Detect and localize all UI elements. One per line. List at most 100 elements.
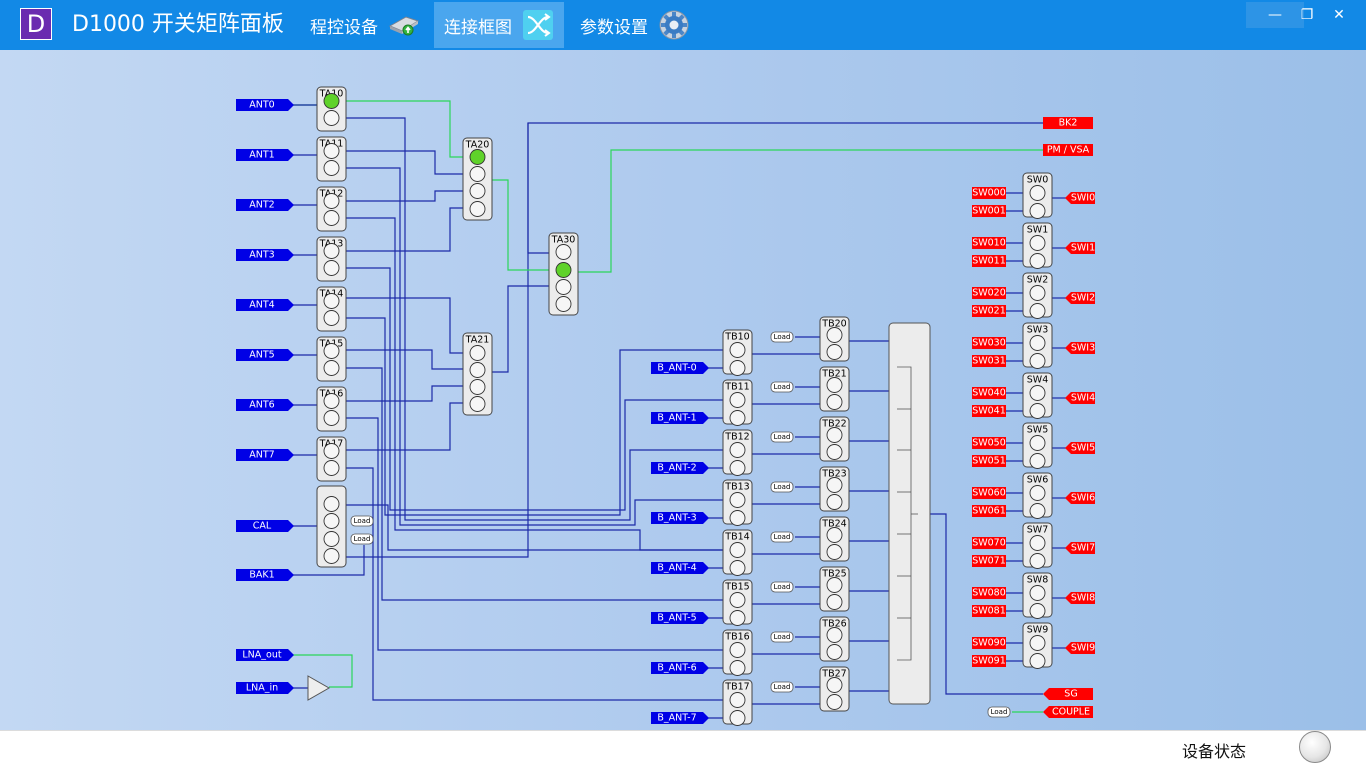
cal-switch[interactable] <box>316 485 347 568</box>
led-off[interactable] <box>469 183 486 199</box>
led-off[interactable] <box>1029 385 1046 401</box>
led-off[interactable] <box>1029 553 1046 569</box>
led-off[interactable] <box>323 393 340 409</box>
led-off[interactable] <box>323 110 340 126</box>
b-ant-port-3[interactable]: B_ANT-3 <box>651 512 709 524</box>
tb2-switch-5[interactable]: TB25 <box>819 566 850 612</box>
led-off[interactable] <box>323 260 340 276</box>
sw-switch-4[interactable]: SW4 <box>1022 372 1053 419</box>
sw-in-port[interactable]: SW020 <box>972 287 1006 299</box>
sw-out-port-3[interactable]: SWI3 <box>1065 342 1095 354</box>
led-off[interactable] <box>555 244 572 260</box>
sw-in-port[interactable]: SW070 <box>972 537 1006 549</box>
led-off[interactable] <box>555 296 572 312</box>
sw-out-port-5[interactable]: SWI5 <box>1065 442 1095 454</box>
led-off[interactable] <box>1029 353 1046 369</box>
sw-switch-3[interactable]: SW3 <box>1022 322 1053 369</box>
sw-in-port[interactable]: SW040 <box>972 387 1006 399</box>
led-off[interactable] <box>826 677 843 693</box>
tab-connection-diagram[interactable]: 连接框图 <box>434 2 564 48</box>
led-off[interactable] <box>469 345 486 361</box>
b-ant-port-2[interactable]: B_ANT-2 <box>651 462 709 474</box>
tb1-switch-5[interactable]: TB15 <box>722 579 753 626</box>
sw-in-port[interactable]: SW031 <box>972 355 1006 367</box>
led-off[interactable] <box>826 627 843 643</box>
tb2-switch-4[interactable]: TB24 <box>819 516 850 562</box>
bak1-port[interactable]: BAK1 <box>236 569 294 581</box>
sw-in-port[interactable]: SW001 <box>972 205 1006 217</box>
led-off[interactable] <box>469 166 486 182</box>
led-off[interactable] <box>729 710 746 726</box>
led-off[interactable] <box>1029 635 1046 651</box>
led-off[interactable] <box>729 342 746 358</box>
led-off[interactable] <box>1029 603 1046 619</box>
led-off[interactable] <box>729 392 746 408</box>
led-off[interactable] <box>555 279 572 295</box>
ta-switch-ta15[interactable]: TA15 <box>316 336 347 382</box>
sw-out-port-9[interactable]: SWI9 <box>1065 642 1095 654</box>
led-off[interactable] <box>729 442 746 458</box>
ta-switch-ta12[interactable]: TA12 <box>316 186 347 232</box>
sw-in-port[interactable]: SW091 <box>972 655 1006 667</box>
ta-switch-ta10[interactable]: TA10 <box>316 86 347 132</box>
tab-device-control[interactable]: 程控设备 <box>300 2 430 48</box>
tb2-switch-1[interactable]: TB21 <box>819 366 850 412</box>
minimize-button[interactable]: — <box>1246 2 1304 28</box>
sw-in-port[interactable]: SW061 <box>972 505 1006 517</box>
led-off[interactable] <box>323 243 340 259</box>
led-off[interactable] <box>826 594 843 610</box>
led-off[interactable] <box>826 577 843 593</box>
led-off[interactable] <box>1029 285 1046 301</box>
sw-switch-0[interactable]: SW0 <box>1022 172 1053 219</box>
sw-in-port[interactable]: SW011 <box>972 255 1006 267</box>
b-ant-port-5[interactable]: B_ANT-5 <box>651 612 709 624</box>
cal-port[interactable]: CAL <box>236 520 294 532</box>
sw-switch-6[interactable]: SW6 <box>1022 472 1053 519</box>
sw-in-port[interactable]: SW071 <box>972 555 1006 567</box>
sg-port[interactable]: SG <box>1043 688 1093 700</box>
led-off[interactable] <box>729 592 746 608</box>
led-off[interactable] <box>729 560 746 576</box>
ant-port-3[interactable]: ANT3 <box>236 249 294 261</box>
led-off[interactable] <box>323 410 340 426</box>
b-ant-port-4[interactable]: B_ANT-4 <box>651 562 709 574</box>
led-off[interactable] <box>729 692 746 708</box>
led-off[interactable] <box>469 396 486 412</box>
led-off[interactable] <box>1029 653 1046 669</box>
led-off[interactable] <box>826 527 843 543</box>
sw-switch-8[interactable]: SW8 <box>1022 572 1053 619</box>
ta-switch-ta11[interactable]: TA11 <box>316 136 347 182</box>
tb1-switch-4[interactable]: TB14 <box>722 529 753 576</box>
led-off[interactable] <box>1029 185 1046 201</box>
led-off[interactable] <box>826 494 843 510</box>
couple-port[interactable]: COUPLE <box>1043 706 1093 718</box>
led-off[interactable] <box>826 444 843 460</box>
sw-in-port[interactable]: SW051 <box>972 455 1006 467</box>
led-off[interactable] <box>729 510 746 526</box>
bk2-port[interactable]: BK2 <box>1043 117 1093 129</box>
sw-out-port-2[interactable]: SWI2 <box>1065 292 1095 304</box>
ta-switch-ta20[interactable]: TA20 <box>462 137 493 221</box>
led-off[interactable] <box>1029 453 1046 469</box>
sw-in-port[interactable]: SW081 <box>972 605 1006 617</box>
led-off[interactable] <box>1029 485 1046 501</box>
ant-port-2[interactable]: ANT2 <box>236 199 294 211</box>
maximize-button[interactable]: ❐ <box>1278 2 1336 28</box>
led-off[interactable] <box>826 394 843 410</box>
led-off[interactable] <box>1029 503 1046 519</box>
led-off[interactable] <box>1029 435 1046 451</box>
led-off[interactable] <box>323 210 340 226</box>
sw-switch-9[interactable]: SW9 <box>1022 622 1053 669</box>
sw-switch-2[interactable]: SW2 <box>1022 272 1053 319</box>
tb1-switch-1[interactable]: TB11 <box>722 379 753 426</box>
led-off[interactable] <box>826 427 843 443</box>
ta-switch-ta16[interactable]: TA16 <box>316 386 347 432</box>
led-off[interactable] <box>729 460 746 476</box>
led-off[interactable] <box>323 160 340 176</box>
sw-switch-1[interactable]: SW1 <box>1022 222 1053 269</box>
led-off[interactable] <box>469 362 486 378</box>
led-on[interactable] <box>555 262 572 278</box>
led-off[interactable] <box>826 377 843 393</box>
sw-in-port[interactable]: SW021 <box>972 305 1006 317</box>
ant-port-0[interactable]: ANT0 <box>236 99 294 111</box>
